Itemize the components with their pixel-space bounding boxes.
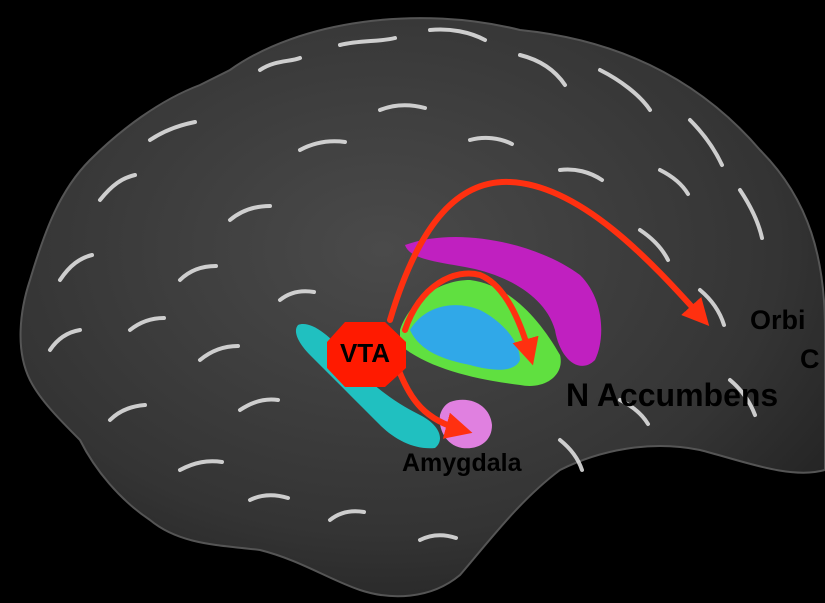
orbitofrontal-label-line2: C bbox=[800, 344, 820, 375]
n-accumbens-label: N Accumbens bbox=[566, 377, 778, 414]
vta-label: VTA bbox=[335, 338, 395, 369]
amygdala-label: Amygdala bbox=[402, 449, 521, 478]
orbitofrontal-label-line1: Orbi bbox=[750, 305, 806, 336]
